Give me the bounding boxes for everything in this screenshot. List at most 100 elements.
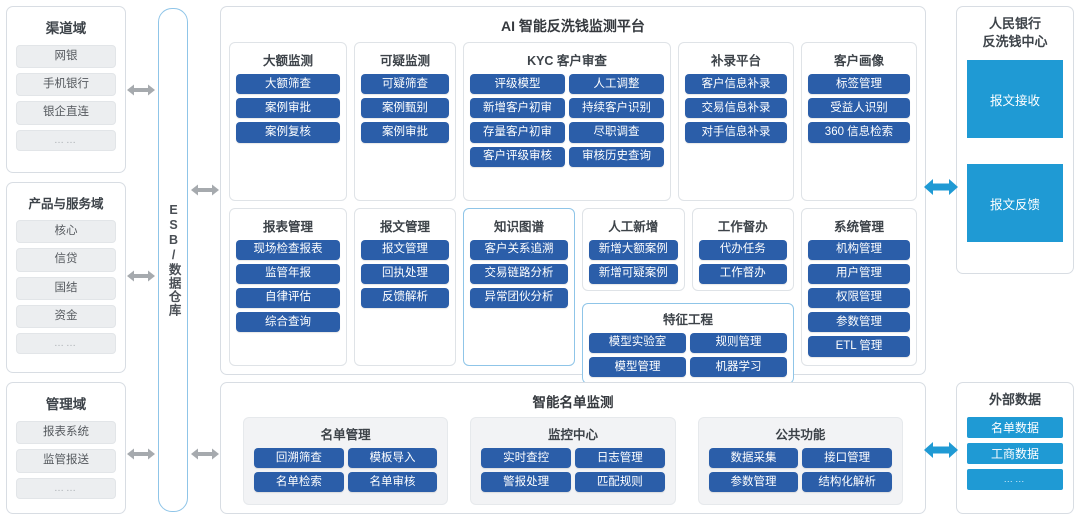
- external-block-more[interactable]: ……: [967, 468, 1063, 490]
- chip-onsite-inspection-report[interactable]: 现场检查报表: [236, 239, 340, 260]
- chip-user-management[interactable]: 用户管理: [808, 263, 910, 284]
- channel-domain-title: 渠道域: [45, 21, 87, 36]
- chip-due-diligence[interactable]: 尽职调查: [569, 122, 664, 143]
- pboc-block-message-receive[interactable]: 报文接收: [967, 60, 1063, 139]
- channel-item-online-banking[interactable]: 网银: [16, 45, 116, 69]
- chip-parameter-management[interactable]: 参数管理: [808, 312, 910, 333]
- chip-customer-rating-audit[interactable]: 客户评级审核: [470, 146, 565, 167]
- chip-matching-rules[interactable]: 匹配规则: [574, 472, 665, 493]
- channel-item-direct-link[interactable]: 银企直连: [16, 101, 116, 125]
- chip-feedback-parsing[interactable]: 反馈解析: [361, 287, 449, 309]
- module-customer-profile: 客户画像 标签管理 受益人识别 360 信息检索: [801, 42, 917, 201]
- esb-label: ESB/数据仓库: [166, 203, 181, 317]
- chip-org-management[interactable]: 机构管理: [808, 239, 910, 260]
- chip-continuous-customer-identification[interactable]: 持续客户识别: [569, 98, 664, 119]
- left-domain-column: 渠道域 网银 手机银行 银企直连 …… 产品与服务域 核心 信贷 国结 资金 ……: [6, 4, 126, 516]
- chip-transaction-info-supplement[interactable]: 交易信息补录: [685, 98, 787, 119]
- chip-transaction-chain-analysis[interactable]: 交易链路分析: [470, 263, 568, 284]
- product-item-funds[interactable]: 资金: [16, 304, 116, 328]
- platform-row-1: 大额监测 大额筛查 案例审批 案例复核 可疑监测 可疑筛查 案例甄别 案例审批: [229, 42, 917, 201]
- product-item-core[interactable]: 核心: [16, 220, 116, 244]
- chip-manual-adjust[interactable]: 人工调整: [569, 74, 664, 95]
- chip-template-import[interactable]: 模板导入: [347, 448, 438, 469]
- chip-360-info-search[interactable]: 360 信息检索: [808, 122, 910, 143]
- management-item-more[interactable]: ……: [16, 477, 116, 499]
- product-service-domain-box: 产品与服务域 核心 信贷 国结 资金 ……: [6, 182, 126, 374]
- chip-customer-relation-tracing[interactable]: 客户关系追溯: [470, 239, 568, 260]
- chip-log-management[interactable]: 日志管理: [574, 448, 665, 469]
- module-knowledge-graph: 知识图谱 客户关系追溯 交易链路分析 异常团伙分析: [463, 207, 575, 366]
- chip-add-large-amount-case[interactable]: 新增大额案例: [589, 239, 678, 260]
- external-data-title: 外部数据: [988, 392, 1041, 407]
- chip-list-audit[interactable]: 名单审核: [347, 472, 438, 493]
- management-domain-box: 管理域 报表系统 监管报送 ……: [6, 382, 126, 514]
- chip-self-discipline-assessment[interactable]: 自律评估: [236, 287, 340, 309]
- chip-receipt-processing[interactable]: 回执处理: [361, 263, 449, 284]
- chip-permission-management[interactable]: 权限管理: [808, 287, 910, 309]
- chip-message-management[interactable]: 报文管理: [361, 239, 449, 260]
- module-title: 公共功能: [775, 428, 826, 442]
- arrow-platform-to-pboc: [924, 178, 958, 196]
- chip-case-identification[interactable]: 案例甄别: [361, 98, 449, 119]
- chip-alarm-processing[interactable]: 警报处理: [481, 472, 571, 493]
- channel-item-more[interactable]: ……: [16, 129, 116, 152]
- chip-model-management[interactable]: 模型管理: [589, 357, 686, 378]
- module-title: KYC 客户审查: [527, 54, 607, 68]
- chip-retrospective-screening[interactable]: 回溯筛查: [254, 448, 344, 469]
- chip-list-search[interactable]: 名单检索: [254, 472, 344, 493]
- listing-title: 智能名单监测: [532, 395, 614, 410]
- module-title: 报文管理: [379, 219, 430, 234]
- chip-rating-model[interactable]: 评级模型: [470, 74, 565, 95]
- chip-agent-task[interactable]: 代办任务: [698, 239, 787, 260]
- chip-suspicious-screening[interactable]: 可疑筛查: [361, 74, 449, 95]
- chip-audit-history-query[interactable]: 审核历史查询: [569, 146, 664, 167]
- module-report-management: 报表管理 现场检查报表 监管年报 自律评估 综合查询: [229, 207, 347, 366]
- management-item-regulatory-report[interactable]: 监管报送: [16, 449, 116, 473]
- arrow-column-right: [924, 4, 958, 516]
- module-feature-engineering: 特征工程 模型实验室 规则管理 模型管理 机器学习: [582, 302, 794, 385]
- module-title: 客户画像: [833, 54, 884, 68]
- chip-case-approval[interactable]: 案例审批: [236, 98, 340, 119]
- external-data-box: 外部数据 名单数据 工商数据 ……: [956, 382, 1074, 514]
- module-title: 大额监测: [262, 54, 313, 68]
- chip-regulatory-annual-report[interactable]: 监管年报: [236, 263, 340, 284]
- chip-new-customer-first-review[interactable]: 新增客户初审: [470, 98, 565, 119]
- chip-model-lab[interactable]: 模型实验室: [589, 332, 686, 354]
- chip-existing-customer-first-review[interactable]: 存量客户初审: [470, 122, 565, 143]
- module-work-supervision: 工作督办 代办任务 工作督办: [691, 207, 794, 291]
- module-title: 监控中心: [547, 428, 598, 442]
- intelligent-list-monitoring-panel: 智能名单监测 名单管理 回溯筛查 模板导入 名单检索 名单审核 监控中心 实时查…: [220, 382, 926, 514]
- chip-rule-management[interactable]: 规则管理: [690, 332, 787, 354]
- chip-tag-management[interactable]: 标签管理: [808, 74, 910, 95]
- external-block-list-data[interactable]: 名单数据: [967, 416, 1063, 438]
- right-external-column: 人民银行 反洗钱中心 报文接收 报文反馈 外部数据 名单数据 工商数据 ……: [956, 4, 1074, 516]
- chip-beneficiary-identification[interactable]: 受益人识别: [808, 98, 910, 119]
- module-system-management: 系统管理 机构管理 用户管理 权限管理 参数管理 ETL 管理: [801, 207, 917, 366]
- chip-comprehensive-query[interactable]: 综合查询: [236, 312, 340, 333]
- external-block-business-registry-data[interactable]: 工商数据: [967, 442, 1063, 464]
- chip-case-approval[interactable]: 案例审批: [361, 122, 449, 143]
- chip-realtime-control[interactable]: 实时查控: [481, 448, 571, 469]
- management-item-report-system[interactable]: 报表系统: [16, 421, 116, 445]
- product-item-intl-settlement[interactable]: 国结: [16, 276, 116, 300]
- pboc-title-line1: 人民银行: [988, 16, 1041, 31]
- chip-work-supervision[interactable]: 工作督办: [698, 263, 787, 284]
- module-manual-add: 人工新增 新增大额案例 新增可疑案例: [582, 207, 685, 291]
- chip-structured-parsing[interactable]: 结构化解析: [802, 472, 892, 493]
- product-item-more[interactable]: ……: [16, 332, 116, 355]
- chip-etl-management[interactable]: ETL 管理: [808, 336, 910, 357]
- channel-item-mobile-banking[interactable]: 手机银行: [16, 73, 116, 97]
- product-item-credit[interactable]: 信贷: [16, 248, 116, 272]
- chip-abnormal-group-analysis[interactable]: 异常团伙分析: [470, 287, 568, 309]
- chip-machine-learning[interactable]: 机器学习: [690, 357, 787, 378]
- pboc-block-message-feedback[interactable]: 报文反馈: [967, 164, 1063, 243]
- module-list-management: 名单管理 回溯筛查 模板导入 名单检索 名单审核: [243, 417, 449, 505]
- chip-add-suspicious-case[interactable]: 新增可疑案例: [589, 263, 678, 284]
- chip-counterparty-info-supplement[interactable]: 对手信息补录: [685, 122, 787, 143]
- chip-case-review[interactable]: 案例复核: [236, 122, 340, 143]
- chip-customer-info-supplement[interactable]: 客户信息补录: [685, 74, 787, 95]
- chip-interface-management[interactable]: 接口管理: [802, 448, 892, 469]
- chip-parameter-management[interactable]: 参数管理: [708, 472, 799, 493]
- chip-large-screening[interactable]: 大额筛查: [236, 74, 340, 95]
- chip-data-collection[interactable]: 数据采集: [708, 448, 799, 469]
